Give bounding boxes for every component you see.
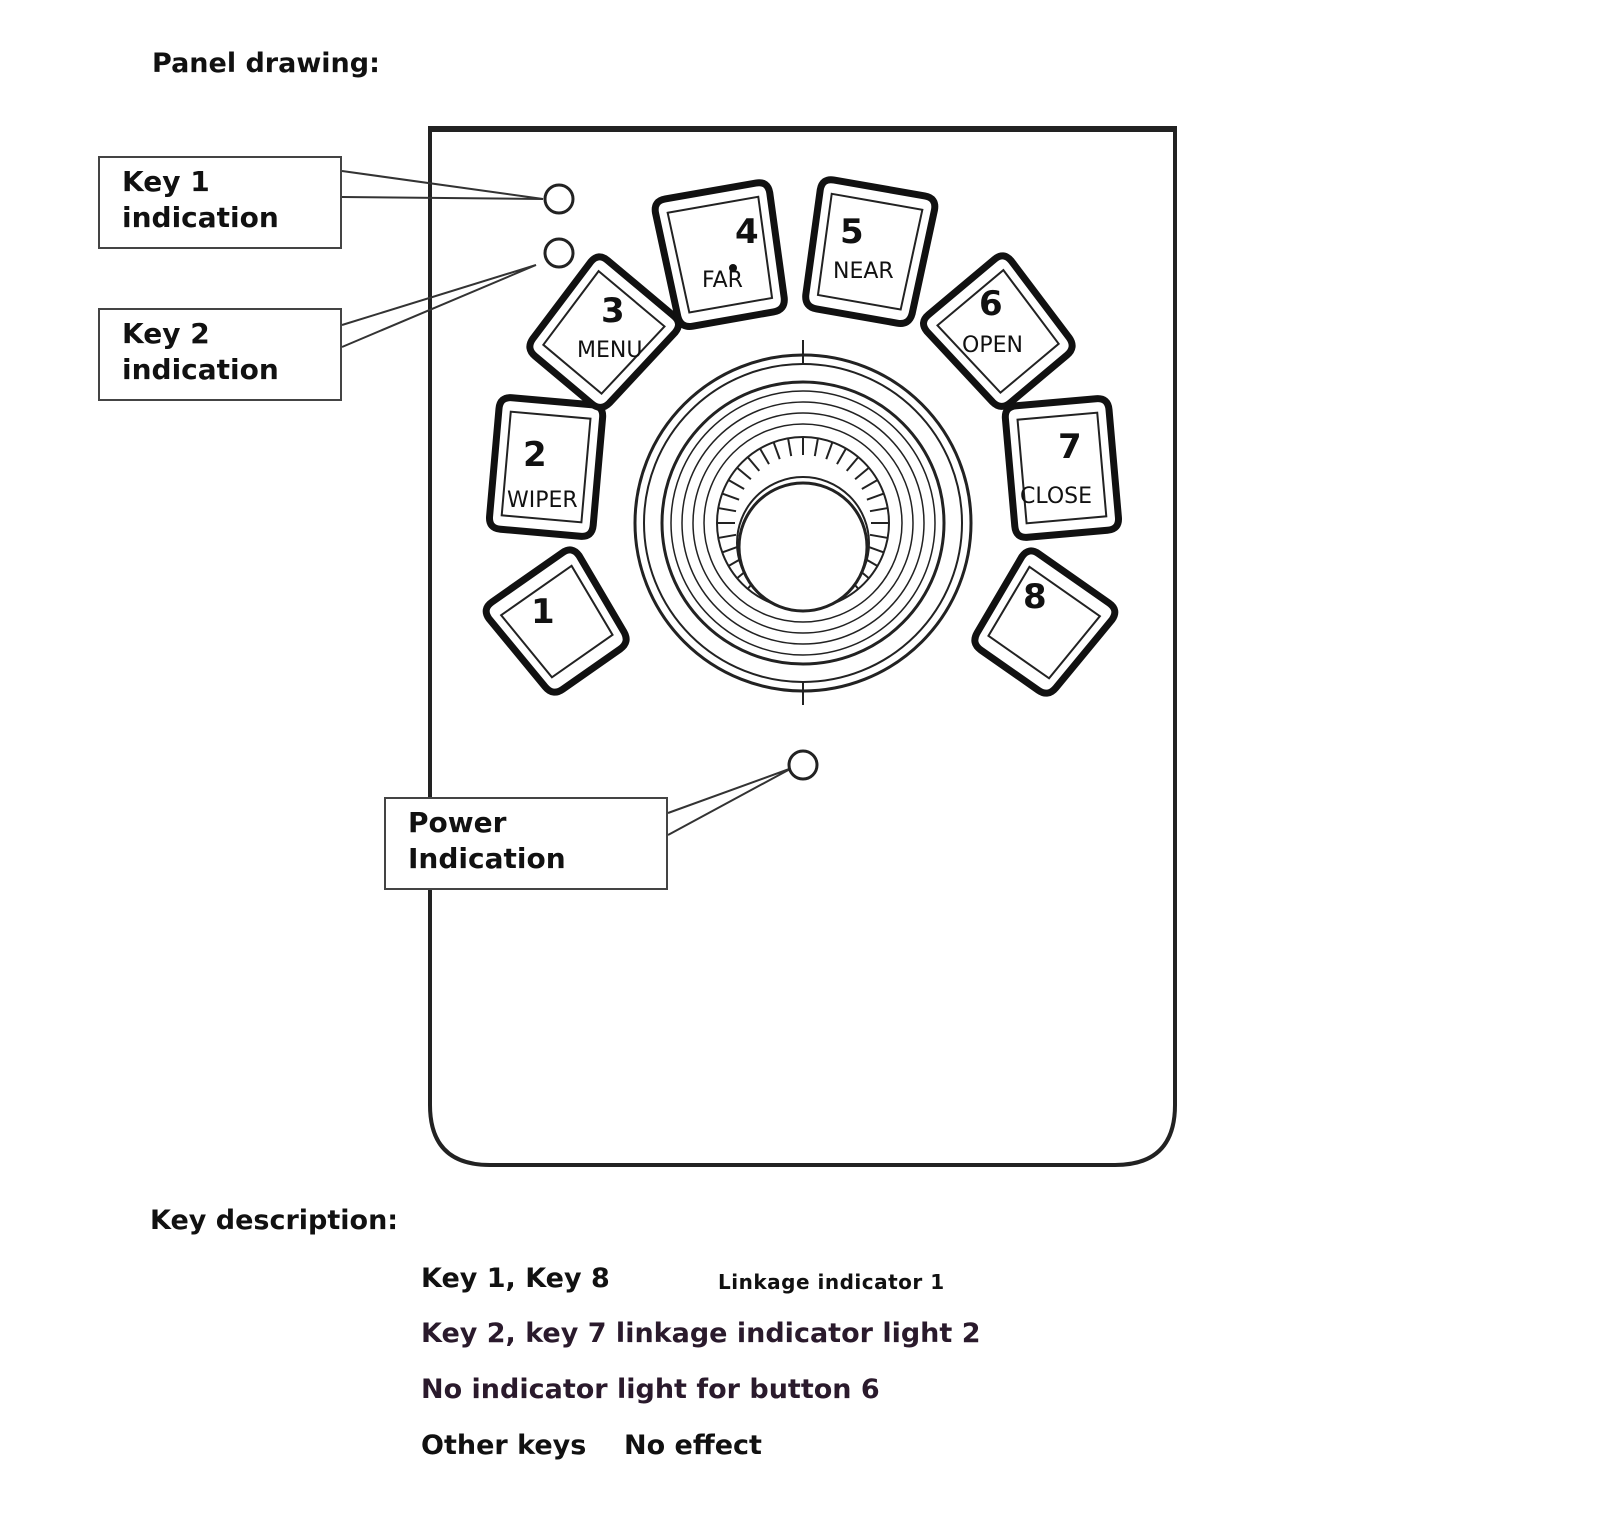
joystick-ridge (787, 438, 793, 457)
joystick-ridge (854, 466, 870, 481)
key-4-number: 4 (735, 212, 759, 252)
joystick-ridge (718, 507, 737, 513)
joystick-ridge (718, 533, 737, 539)
key-1[interactable] (482, 546, 636, 701)
desc-line1-keys: Key 1, Key 8 (421, 1263, 610, 1294)
key-6-number: 6 (979, 284, 1003, 324)
key2-indication-callout: Key 2 indication (98, 308, 342, 401)
power-indicator-led (787, 749, 819, 781)
power-indication-callout: Power Indication (384, 797, 668, 890)
joystick-knob[interactable] (737, 481, 869, 613)
key2-indicator-led (543, 237, 575, 269)
callout-line: Indication (408, 842, 566, 875)
key-description-heading: Key description: (150, 1205, 399, 1236)
callout-line: Key 2 (122, 317, 210, 350)
joystick-ridge (813, 438, 819, 457)
joystick-ridge (825, 441, 834, 460)
joystick-ridge (736, 466, 752, 481)
key1-indication-callout: Key 1 indication (98, 156, 342, 249)
desc-line1-note: Linkage indicator 1 (718, 1270, 945, 1294)
key-5-number: 5 (840, 212, 864, 252)
desc-line4-note: No effect (624, 1430, 762, 1461)
key-1-number: 1 (531, 592, 555, 632)
key-7-number: 7 (1058, 427, 1082, 467)
panel-drawing-heading: Panel drawing: (152, 48, 380, 79)
joystick-ridge (728, 479, 745, 490)
key-7[interactable] (1001, 395, 1122, 541)
key-5[interactable] (800, 176, 939, 327)
key-2-number: 2 (523, 435, 547, 475)
joystick-ridge (869, 533, 888, 539)
callout-line: Power (408, 806, 507, 839)
joystick-ridge (869, 507, 888, 513)
key-8-number: 8 (1023, 577, 1047, 617)
key-3-label: MENU (577, 338, 642, 363)
key-8[interactable] (965, 547, 1119, 702)
joystick[interactable] (633, 340, 973, 705)
key-4-label: FAR (702, 268, 743, 293)
desc-line4-keys: Other keys (421, 1430, 587, 1461)
key-4-dot (729, 264, 737, 272)
joystick-ridge (721, 492, 740, 501)
desc-line2: Key 2, key 7 linkage indicator light 2 (421, 1318, 981, 1349)
key-5-label: NEAR (833, 259, 894, 284)
key-3[interactable] (521, 253, 682, 416)
key-4[interactable] (651, 179, 790, 330)
callout-line: indication (122, 353, 279, 386)
joystick-ridge (866, 492, 885, 501)
joystick-ridge (861, 479, 878, 490)
joystick-ridge (845, 456, 860, 472)
key-2[interactable] (486, 394, 607, 540)
key-6[interactable] (919, 252, 1080, 415)
callout-line: Key 1 (122, 165, 210, 198)
joystick-ridge (836, 448, 847, 465)
joystick-ridge (746, 456, 761, 472)
key1-indicator-led (543, 183, 575, 215)
joystick-ridge (759, 448, 770, 465)
key-6-label: OPEN (962, 333, 1023, 358)
key-7-label: CLOSE (1020, 484, 1092, 509)
key-3-number: 3 (601, 291, 625, 331)
callout-line: indication (122, 201, 279, 234)
key-2-label: WIPER (507, 488, 578, 513)
joystick-ridge (772, 441, 781, 460)
desc-line3: No indicator light for button 6 (421, 1374, 880, 1405)
